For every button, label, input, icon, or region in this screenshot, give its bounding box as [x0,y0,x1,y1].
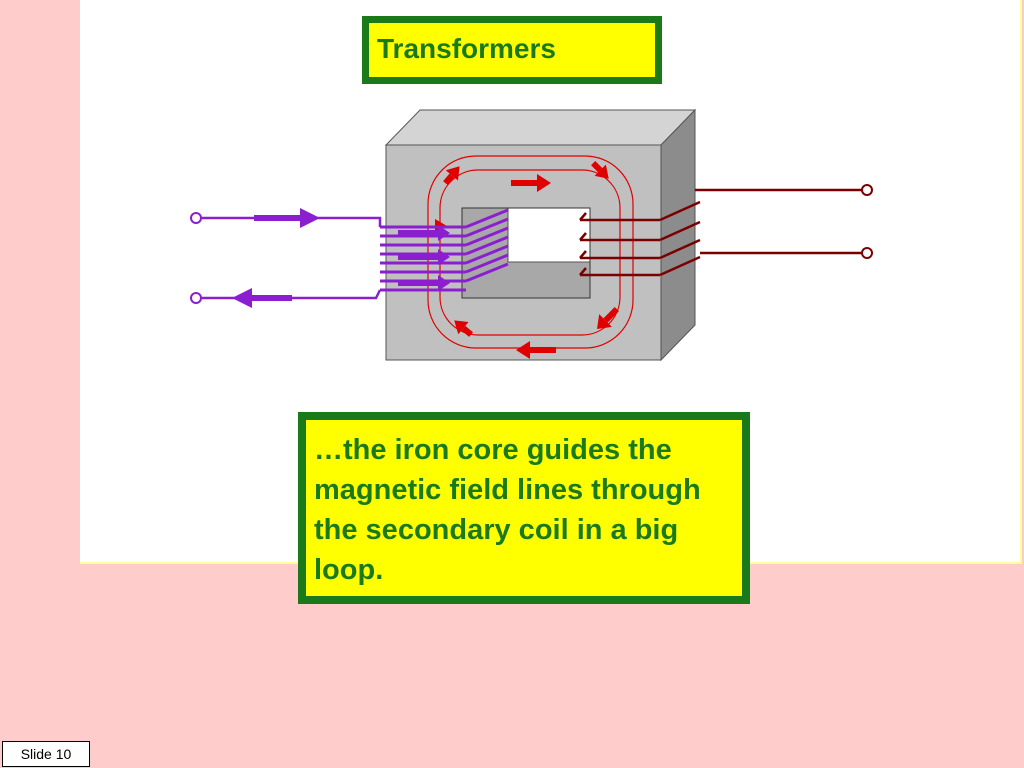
field-arrows [435,161,619,359]
arrow-icon [398,275,450,291]
core-window [507,207,591,263]
arrow-icon [511,174,551,192]
arrow-icon [443,166,460,185]
core-top-face [384,109,697,146]
arrow-icon [591,161,609,179]
terminal-icon [190,292,202,304]
primary-current-arrows [232,208,450,308]
arrow-icon [597,307,619,329]
arrow-icon [232,288,292,308]
slide-title: Transformers [377,33,556,64]
terminal-icon [190,212,202,224]
terminal-icon [861,247,873,259]
slide-number: Slide 10 [2,741,90,767]
secondary-coil-windings [579,200,701,277]
terminal-icon [861,184,873,196]
title-box: Transformers [362,16,662,84]
arrow-icon [254,208,320,228]
caption-text: …the iron core guides the magnetic field… [314,434,701,586]
core-side-face [660,108,696,362]
arrow-icon [454,320,473,337]
secondary-coil [579,184,873,277]
arrow-icon [516,341,556,359]
caption-box: …the iron core guides the magnetic field… [298,412,750,604]
arrow-icon [398,249,450,265]
arrow-icon [398,225,450,241]
